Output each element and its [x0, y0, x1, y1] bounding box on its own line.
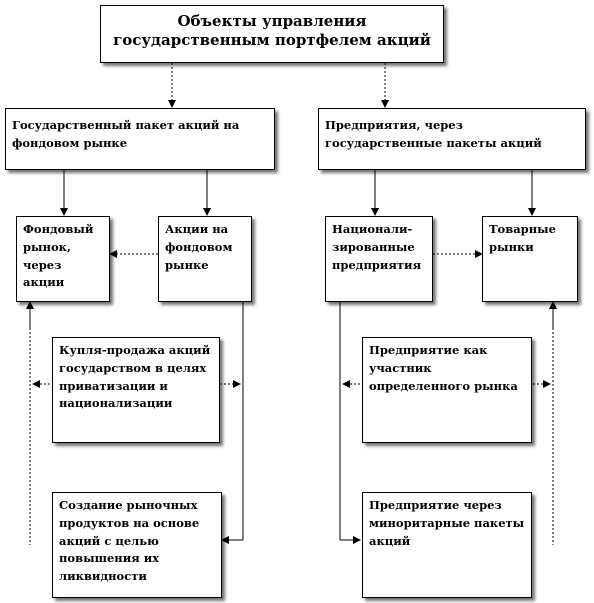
node-shares-label: Акции на фондовом рынке	[165, 222, 233, 272]
node-enterprises-via-stakes: Предприятия, через государственные пакет…	[318, 108, 586, 170]
root-node: Объекты управления государственным портф…	[100, 5, 444, 63]
node-state-stake-on-market: Государственный пакет акций на фондовом …	[5, 108, 275, 170]
node-minority-stakes: Предприятие через миноритарные пакеты ак…	[362, 492, 532, 598]
node-market-products-label: Создание рыночных продуктов на основе ак…	[59, 498, 200, 584]
root-node-label: Объекты управления государственным портф…	[113, 12, 431, 49]
node-enterprises-label: Предприятия, через государственные пакет…	[325, 118, 542, 150]
node-buy-sell-shares: Купля-продажа акций государством в целях…	[52, 337, 220, 443]
node-market-products: Создание рыночных продуктов на основе ак…	[52, 492, 222, 598]
node-commodity-markets: Товарные рынки	[482, 216, 578, 302]
node-shares-on-market: Акции на фондовом рынке	[158, 216, 252, 302]
node-nationalized-label: Национали-зированные предприятия	[332, 222, 422, 272]
node-stock-market-via-shares: Фондовый рынок, через акции	[16, 216, 110, 302]
node-state-stake-label: Государственный пакет акций на фондовом …	[12, 118, 240, 150]
node-buy-sell-label: Купля-продажа акций государством в целях…	[59, 343, 211, 411]
node-enterprise-market-participant: Предприятие как участник определенного р…	[362, 337, 532, 443]
node-stock-market-label: Фондовый рынок, через акции	[23, 222, 94, 290]
node-commodity-label: Товарные рынки	[489, 222, 556, 254]
node-participant-label: Предприятие как участник определенного р…	[369, 343, 518, 393]
node-minority-label: Предприятие через миноритарные пакеты ак…	[369, 498, 525, 548]
node-nationalized-enterprises: Национали-зированные предприятия	[325, 216, 433, 302]
